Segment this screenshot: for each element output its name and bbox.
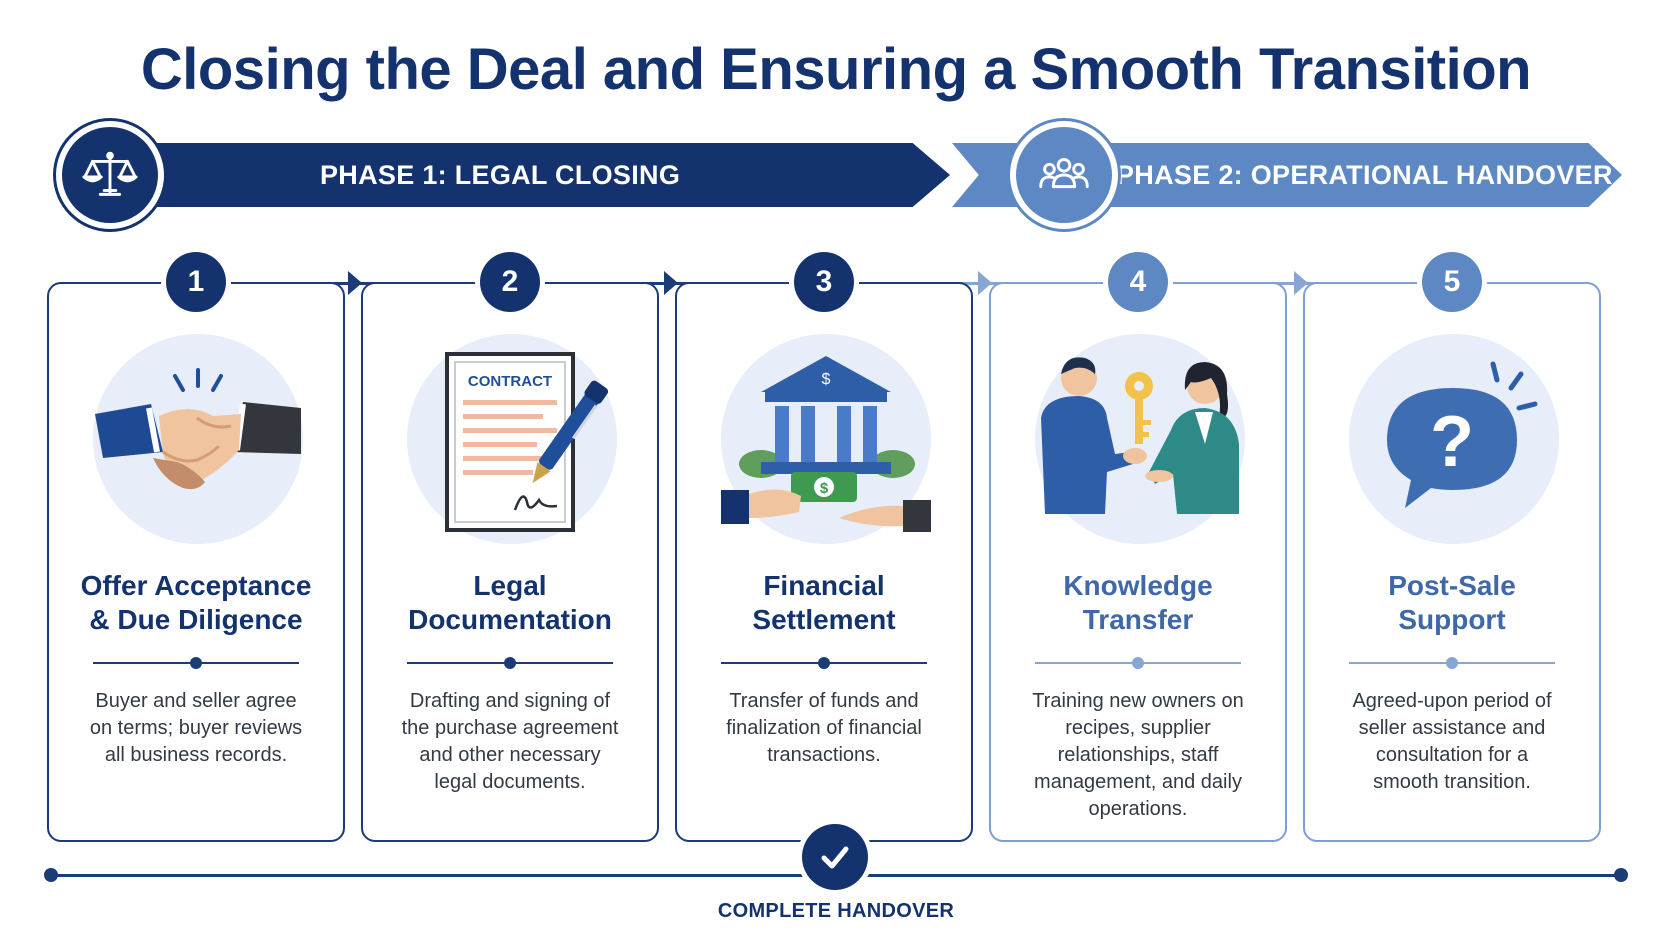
step-title-line: Support: [1398, 604, 1506, 635]
description-line: Drafting and signing of: [409, 690, 611, 712]
description-line: Agreed-upon period of: [1352, 690, 1552, 712]
contract-icon: CONTRACT: [407, 334, 617, 544]
description-line: the purchase agreement: [401, 717, 619, 739]
bank-icon: $ $: [721, 334, 931, 544]
description-line: operations.: [1088, 798, 1188, 820]
description-line: recipes, supplier: [1065, 717, 1211, 739]
step-number-3: 3: [794, 252, 854, 312]
step-title-line: Legal: [473, 570, 547, 601]
step-title: Offer Acceptance & Due Diligence: [57, 569, 335, 637]
step-description: Buyer and seller agree on terms; buyer r…: [67, 688, 325, 769]
timeline-start-dot: [44, 868, 58, 882]
arrow-icon: [978, 271, 992, 295]
divider: [721, 657, 927, 669]
key-handover-icon: [1035, 334, 1245, 544]
step-card-5: ? Post-Sale Support Agreed-upon period o…: [1303, 282, 1601, 842]
step-number-5: 5: [1422, 252, 1482, 312]
description-line: all business records.: [104, 744, 288, 766]
description-line: Buyer and seller agree: [95, 690, 297, 712]
step-card-2: CONTRACT Legal Documentation Drafting an…: [361, 282, 659, 842]
svg-text:$: $: [822, 371, 831, 388]
step-title-line: Offer Acceptance: [80, 570, 312, 601]
step-title-line: Settlement: [752, 604, 896, 635]
divider: [1349, 657, 1555, 669]
description-line: Training new owners on: [1032, 690, 1244, 712]
step-title-line: Post-Sale: [1388, 570, 1516, 601]
step-description: Training new owners on recipes, supplier…: [1009, 688, 1267, 823]
step-title: Knowledge Transfer: [999, 569, 1277, 637]
step-title-line: & Due Diligence: [89, 604, 303, 635]
description-line: consultation for a: [1375, 744, 1529, 766]
step-card-4: Knowledge Transfer Training new owners o…: [989, 282, 1287, 842]
step-number-4: 4: [1108, 252, 1168, 312]
description-line: relationships, staff: [1057, 744, 1219, 766]
timeline-end-dot: [1614, 868, 1628, 882]
step-title-line: Financial: [763, 570, 885, 601]
step-card-3: $ $ Financial Settlement Transfer of fun…: [675, 282, 973, 842]
description-line: management, and daily: [1034, 771, 1242, 793]
description-line: legal documents.: [434, 771, 586, 793]
scales-icon: [62, 127, 158, 223]
page-title: Closing the Deal and Ensuring a Smooth T…: [140, 37, 1532, 102]
svg-text:$: $: [820, 480, 829, 497]
step-description: Transfer of funds and finalization of fi…: [695, 688, 953, 769]
step-title-line: Transfer: [1082, 604, 1194, 635]
step-description: Drafting and signing of the purchase agr…: [381, 688, 639, 796]
description-line: and other necessary: [419, 744, 601, 766]
step-number-1: 1: [166, 252, 226, 312]
step-title-line: Documentation: [408, 604, 612, 635]
phase-2-label: PHASE 2: OPERATIONAL HANDOVER: [1116, 159, 1613, 190]
svg-text:?: ?: [1430, 402, 1474, 482]
step-number-2: 2: [480, 252, 540, 312]
description-line: on terms; buyer reviews: [89, 717, 303, 739]
divider: [1035, 657, 1241, 669]
step-title: Post-Sale Support: [1313, 569, 1591, 637]
description-line: smooth transition.: [1373, 771, 1531, 793]
contract-label: CONTRACT: [468, 373, 552, 390]
team-icon: [1016, 127, 1112, 223]
divider: [93, 657, 299, 669]
description-line: transactions.: [767, 744, 881, 766]
step-title: Financial Settlement: [685, 569, 963, 637]
description-line: Transfer of funds and: [729, 690, 919, 712]
handshake-icon: [93, 334, 303, 544]
arrow-icon: [348, 271, 362, 295]
arrow-icon: [664, 271, 678, 295]
step-title: Legal Documentation: [371, 569, 649, 637]
description-line: seller assistance and: [1358, 717, 1546, 739]
step-card-1: Offer Acceptance & Due Diligence Buyer a…: [47, 282, 345, 842]
description-line: finalization of financial: [726, 717, 922, 739]
checkmark-icon: [802, 824, 868, 890]
divider: [407, 657, 613, 669]
step-description: Agreed-upon period of seller assistance …: [1323, 688, 1581, 796]
phase-1-banner: PHASE 1: LEGAL CLOSING: [120, 143, 950, 207]
step-title-line: Knowledge: [1063, 570, 1213, 601]
question-bubble-icon: ?: [1349, 334, 1559, 544]
phase-1-label: PHASE 1: LEGAL CLOSING: [320, 159, 681, 190]
complete-handover-label: COMPLETE HANDOVER: [717, 900, 955, 922]
